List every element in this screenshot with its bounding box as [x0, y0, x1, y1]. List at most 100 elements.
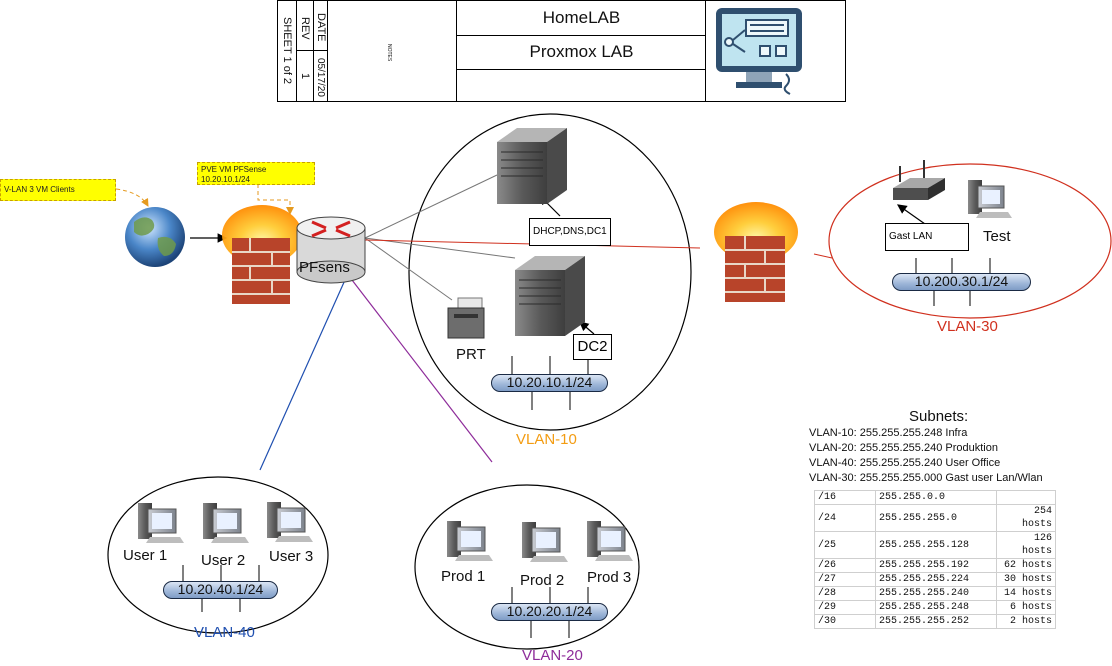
note-vlan3-clients: V-LAN 3 VM Clients	[0, 179, 116, 201]
note-pfsense-line2: 10.20.10.1/24	[201, 175, 250, 184]
subnets-title: Subnets:	[909, 408, 969, 425]
cidr-prefix: /25	[814, 531, 876, 559]
cidr-prefix: /16	[814, 490, 876, 505]
cidr-hosts: 2 hosts	[996, 614, 1056, 629]
cidr-mask: 255.255.0.0	[875, 490, 997, 505]
note-pfsense-line1: PVE VM PFSense	[201, 165, 267, 174]
link-router-vlan40	[259, 279, 346, 471]
vlan40-subnet-pipe: 10.20.40.1/24	[163, 581, 278, 599]
prod3-label: Prod 3	[587, 569, 632, 586]
vlan40-taps	[182, 565, 260, 612]
cidr-mask: 255.255.255.248	[875, 600, 997, 615]
link-fw-vlan30	[813, 253, 833, 259]
cidr-mask: 255.255.255.0	[875, 504, 997, 532]
router-label: PFsens	[299, 259, 350, 276]
subnets-line-vlan30: VLAN-30: 255.255.255.000 Gast user Lan/W…	[809, 472, 1043, 484]
cidr-hosts: 126 hosts	[996, 531, 1056, 559]
title-block: SHEET 1 of 2 REV 1 DATE 05/17/20 NOTES H…	[277, 0, 846, 102]
note-pfsense: PVE VM PFSense 10.20.10.1/24	[197, 162, 315, 185]
vlan30-zone	[828, 163, 1112, 319]
cidr-mask: 255.255.255.224	[875, 572, 997, 587]
subnets-line-vlan40: VLAN-40: 255.255.255.240 User Office	[809, 457, 1001, 469]
vlan40-label: VLAN-40	[194, 624, 255, 641]
cidr-mask: 255.255.255.252	[875, 614, 997, 629]
user2-label: User 2	[201, 552, 246, 569]
prod2-label: Prod 2	[520, 572, 565, 589]
vlan30-taps	[915, 258, 991, 306]
cidr-hosts: 254 hosts	[996, 504, 1056, 532]
cidr-prefix: /26	[814, 558, 876, 573]
link-router-printer	[364, 237, 453, 301]
date-label: DATE	[315, 12, 327, 42]
server1-label: DHCP,DNS,DC1	[529, 218, 611, 246]
vlan30-label: VLAN-30	[937, 318, 998, 335]
title-block-titles: HomeLAB Proxmox LAB	[457, 1, 706, 101]
cidr-mask: 255.255.255.128	[875, 531, 997, 559]
vlan20-zone	[414, 484, 640, 650]
cidr-prefix: /28	[814, 586, 876, 601]
workstation-user1-icon	[138, 503, 184, 543]
workstation-user3-icon	[267, 502, 313, 542]
vlan40-zone	[107, 476, 329, 634]
workstation-prod3-icon	[587, 521, 633, 561]
link-router-vlan20	[351, 279, 493, 463]
cidr-mask: 255.255.255.192	[875, 558, 997, 573]
title-homelab: HomeLAB	[457, 1, 706, 36]
workstation-user2-icon	[203, 503, 249, 543]
title-row3	[457, 70, 706, 101]
sheet-label: SHEET 1 of 2	[281, 17, 293, 85]
cidr-hosts: 30 hosts	[996, 572, 1056, 587]
router-icon	[296, 216, 366, 284]
rev-value: 1	[299, 72, 311, 80]
link-router-server1	[364, 174, 498, 239]
prod1-label: Prod 1	[441, 568, 486, 585]
user3-label: User 3	[269, 548, 314, 565]
server-dc2-icon	[515, 256, 585, 336]
vlan10-label: VLAN-10	[516, 431, 577, 448]
vlan30-subnet-pipe: 10.200.30.1/24	[892, 273, 1031, 291]
subnets-list: VLAN-10: 255.255.255.248 Infra VLAN-20: …	[809, 426, 1043, 486]
title-block-date-col: DATE 05/17/20	[314, 1, 328, 101]
cidr-hosts: 14 hosts	[996, 586, 1056, 601]
cidr-prefix: /29	[814, 600, 876, 615]
cidr-mask: 255.255.255.240	[875, 586, 997, 601]
firewall-icon	[222, 205, 302, 304]
printer-label: PRT	[456, 346, 486, 363]
notes-label: NOTES	[386, 44, 392, 62]
title-block-notes-col: NOTES	[328, 1, 457, 101]
workstation-test-icon	[968, 180, 1012, 218]
server2-label: DC2	[573, 334, 612, 360]
rev-label: REV	[299, 16, 311, 40]
cidr-hosts	[996, 490, 1056, 505]
cidr-hosts: 62 hosts	[996, 558, 1056, 573]
vlan10-subnet-pipe: 10.20.10.1/24	[491, 374, 608, 392]
cidr-hosts: 6 hosts	[996, 600, 1056, 615]
vlan20-subnet-pipe: 10.20.20.1/24	[491, 603, 608, 621]
subnets-line-vlan10: VLAN-10: 255.255.255.248 Infra	[809, 427, 968, 439]
internet-globe-icon	[125, 207, 185, 267]
link-router-server2	[364, 237, 516, 259]
cidr-prefix: /24	[814, 504, 876, 532]
server-dhcp-icon	[497, 128, 567, 204]
workstation-prod1-icon	[447, 521, 493, 561]
cidr-prefix: /30	[814, 614, 876, 629]
vlan20-taps	[511, 587, 589, 638]
printer-icon	[447, 297, 485, 339]
user1-label: User 1	[123, 547, 168, 564]
note-pfsense-connector	[257, 184, 294, 215]
workstation-prod2-icon	[522, 522, 568, 562]
network-monitor-logo-icon	[716, 8, 802, 95]
arrow-gast-router	[897, 204, 926, 225]
arrow-dc2-server	[579, 321, 595, 335]
subnets-line-vlan20: VLAN-20: 255.255.255.240 Produktion	[809, 442, 998, 454]
cidr-prefix: /27	[814, 572, 876, 587]
note-vlan3-connector	[115, 188, 149, 207]
title-block-sheet-col: SHEET 1 of 2	[278, 1, 297, 101]
